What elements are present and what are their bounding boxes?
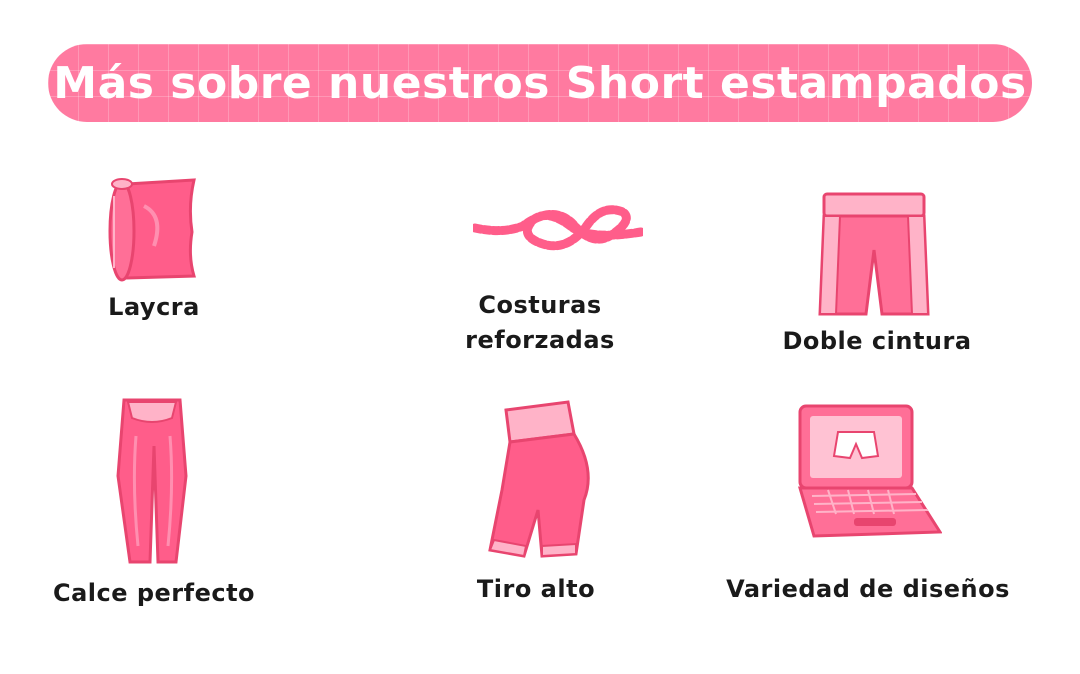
feature-costuras: Costuras reforzadas <box>440 288 640 358</box>
feature-tiro-alto: Tiro alto <box>436 572 636 607</box>
fabric-roll-icon <box>104 176 200 282</box>
feature-label: Variedad de diseños <box>726 575 1010 603</box>
page-title: Más sobre nuestros Short estampados <box>53 57 1027 109</box>
knot-icon <box>473 204 643 256</box>
feature-label: Tiro alto <box>476 575 596 603</box>
feature-label: Doble cintura <box>782 327 972 355</box>
feature-calce-perfecto: Calce perfecto <box>44 576 264 611</box>
high-waist-shorts-icon <box>488 400 596 560</box>
feature-laycra: Laycra <box>54 290 254 325</box>
feature-doble-cintura: Doble cintura <box>772 324 982 359</box>
leggings-icon <box>116 396 188 564</box>
laptop-icon <box>798 404 942 540</box>
feature-label: Calce perfecto <box>52 579 256 607</box>
shorts-waistband-icon <box>818 190 930 318</box>
feature-label: Laycra <box>108 293 200 321</box>
title-banner: Más sobre nuestros Short estampados <box>48 44 1032 122</box>
feature-label: Costuras reforzadas <box>465 291 615 354</box>
feature-variedad-disenos: Variedad de diseños <box>722 572 1014 607</box>
